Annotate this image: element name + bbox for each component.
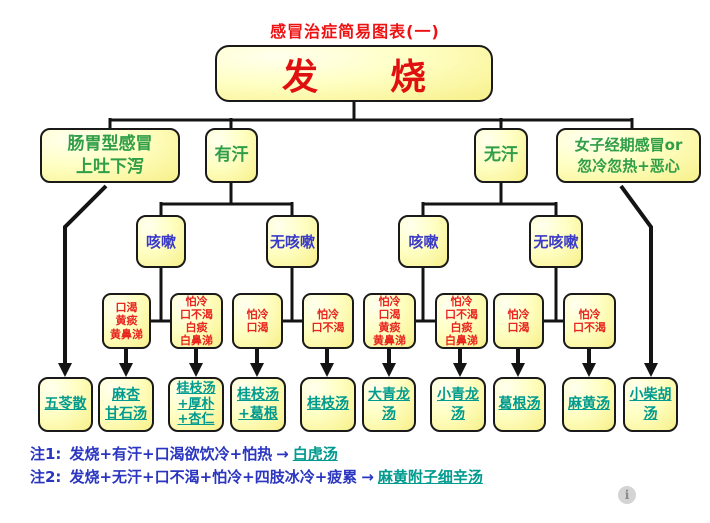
node-no-cough-right: 无咳嗽 bbox=[529, 215, 583, 268]
node-sweating: 有汗 bbox=[205, 128, 258, 183]
footnote-1-arrow: → bbox=[276, 445, 289, 463]
remedy-gegentang: 葛根汤 bbox=[493, 377, 546, 432]
footnote-1-prefix: 注1: bbox=[30, 445, 62, 463]
node-gastro-cold-label: 肠胃型感冒 上吐下泻 bbox=[67, 133, 153, 177]
footnote-1-text: 发烧+有汗+口渴欲饮冷+怕热 bbox=[69, 445, 273, 463]
node-menstrual-cold: 女子经期感冒or 忽冷忽热+恶心 bbox=[556, 128, 701, 183]
node-no-sweating: 无汗 bbox=[474, 128, 528, 183]
node-menstrual-cold-label: 女子经期感冒or 忽冷忽热+恶心 bbox=[574, 136, 683, 175]
footnote-2-text: 发烧+无汗+口不渴+怕冷+四肢冰冷+疲累 bbox=[69, 468, 358, 486]
footnote-1: 注1: 发烧+有汗+口渴欲饮冷+怕热→白虎汤 bbox=[30, 443, 483, 466]
symptom-node-4-label: 怕冷 口不渴 bbox=[311, 307, 345, 334]
footnote-2-arrow: → bbox=[361, 468, 374, 486]
symptom-node-4: 怕冷 口不渴 bbox=[302, 293, 354, 349]
remedy-daqinglong: 大青龙 汤 bbox=[362, 377, 416, 432]
footnotes: 注1:发烧+有汗+口渴欲饮冷+怕热→白虎汤 注2:发烧+无汗+口不渴+怕冷+四肢… bbox=[30, 443, 483, 489]
chart-title: 感冒治症简易图表(一) bbox=[270, 22, 440, 41]
remedy-gegentang-label: 葛根汤 bbox=[498, 396, 541, 413]
node-no-cough-left-label: 无咳嗽 bbox=[269, 233, 315, 251]
remedy-xiaoqinglong-label: 小青龙 汤 bbox=[437, 387, 479, 422]
footnote-2-prefix: 注2: bbox=[30, 468, 62, 486]
arrowheads bbox=[58, 363, 658, 377]
symptom-node-7: 怕冷 口渴 bbox=[493, 293, 544, 349]
node-cough-right: 咳嗽 bbox=[398, 215, 449, 268]
node-fever: 发 烧 bbox=[215, 45, 493, 102]
symptom-node-6: 怕冷 口不渴 白痰 白鼻涕 bbox=[435, 293, 488, 349]
remedy-guizhi-houpo-xingren-label: 桂枝汤 +厚朴 +杏仁 bbox=[176, 381, 216, 428]
symptom-node-1: 口渴 黄痰 黄鼻涕 bbox=[102, 293, 151, 349]
symptom-node-7-label: 怕冷 口渴 bbox=[507, 307, 530, 334]
node-cough-left-label: 咳嗽 bbox=[145, 233, 176, 251]
footnote-1-remedy: 白虎汤 bbox=[292, 445, 338, 463]
symptom-node-6-label: 怕冷 口不渴 白痰 白鼻涕 bbox=[445, 294, 478, 348]
symptom-node-5: 怕冷 口渴 黄痰 黄鼻涕 bbox=[363, 293, 416, 349]
remedy-guizhi-houpo-xingren: 桂枝汤 +厚朴 +杏仁 bbox=[168, 377, 224, 432]
node-gastro-cold: 肠胃型感冒 上吐下泻 bbox=[40, 128, 180, 183]
symptom-node-2: 怕冷 口不渴 白痰 白鼻涕 bbox=[170, 293, 223, 349]
node-cough-right-label: 咳嗽 bbox=[408, 233, 439, 251]
node-cough-left: 咳嗽 bbox=[136, 215, 186, 268]
remedy-maxing-ganshi-label: 麻杏 甘石汤 bbox=[105, 387, 147, 422]
watermark-icon: i bbox=[618, 486, 636, 504]
remedy-mahuangtang-label: 麻黄汤 bbox=[568, 396, 610, 413]
remedy-xiaochaihu-label: 小柴胡 汤 bbox=[629, 387, 672, 422]
remedy-wulingsan-label: 五苓散 bbox=[44, 396, 87, 413]
remedy-wulingsan: 五苓散 bbox=[38, 377, 93, 432]
node-no-cough-right-label: 无咳嗽 bbox=[533, 233, 579, 251]
remedy-guizhi-gegen-label: 桂枝汤 +葛根 bbox=[237, 387, 279, 422]
symptom-node-5-label: 怕冷 口渴 黄痰 黄鼻涕 bbox=[373, 294, 406, 348]
remedy-guizhi-gegen: 桂枝汤 +葛根 bbox=[230, 377, 286, 432]
remedy-xiaoqinglong: 小青龙 汤 bbox=[430, 377, 486, 432]
node-fever-label: 发 烧 bbox=[281, 56, 426, 98]
symptom-node-2-label: 怕冷 口不渴 白痰 白鼻涕 bbox=[180, 294, 213, 348]
node-no-cough-left: 无咳嗽 bbox=[266, 215, 319, 268]
symptom-node-8: 怕冷 口不渴 bbox=[563, 293, 616, 349]
remedy-maxing-ganshi: 麻杏 甘石汤 bbox=[98, 377, 154, 432]
remedy-daqinglong-label: 大青龙 汤 bbox=[368, 387, 410, 422]
remedy-xiaochaihu: 小柴胡 汤 bbox=[623, 377, 678, 432]
remedy-guizhitang-label: 桂枝汤 bbox=[307, 396, 349, 413]
symptom-node-3-label: 怕冷 口渴 bbox=[246, 307, 269, 334]
symptom-node-8-label: 怕冷 口不渴 bbox=[573, 307, 606, 334]
remedy-guizhitang: 桂枝汤 bbox=[300, 377, 356, 432]
symptom-node-1-label: 口渴 黄痰 黄鼻涕 bbox=[110, 301, 143, 341]
remedy-mahuangtang: 麻黄汤 bbox=[562, 377, 616, 432]
symptom-node-3: 怕冷 口渴 bbox=[232, 293, 283, 349]
node-no-sweating-label: 无汗 bbox=[484, 145, 518, 166]
footnote-2-remedy: 麻黄附子细辛汤 bbox=[377, 468, 483, 486]
footnote-2: 注2: 发烧+无汗+口不渴+怕冷+四肢冰冷+疲累→麻黄附子细辛汤 bbox=[30, 466, 483, 489]
node-sweating-label: 有汗 bbox=[214, 145, 249, 166]
